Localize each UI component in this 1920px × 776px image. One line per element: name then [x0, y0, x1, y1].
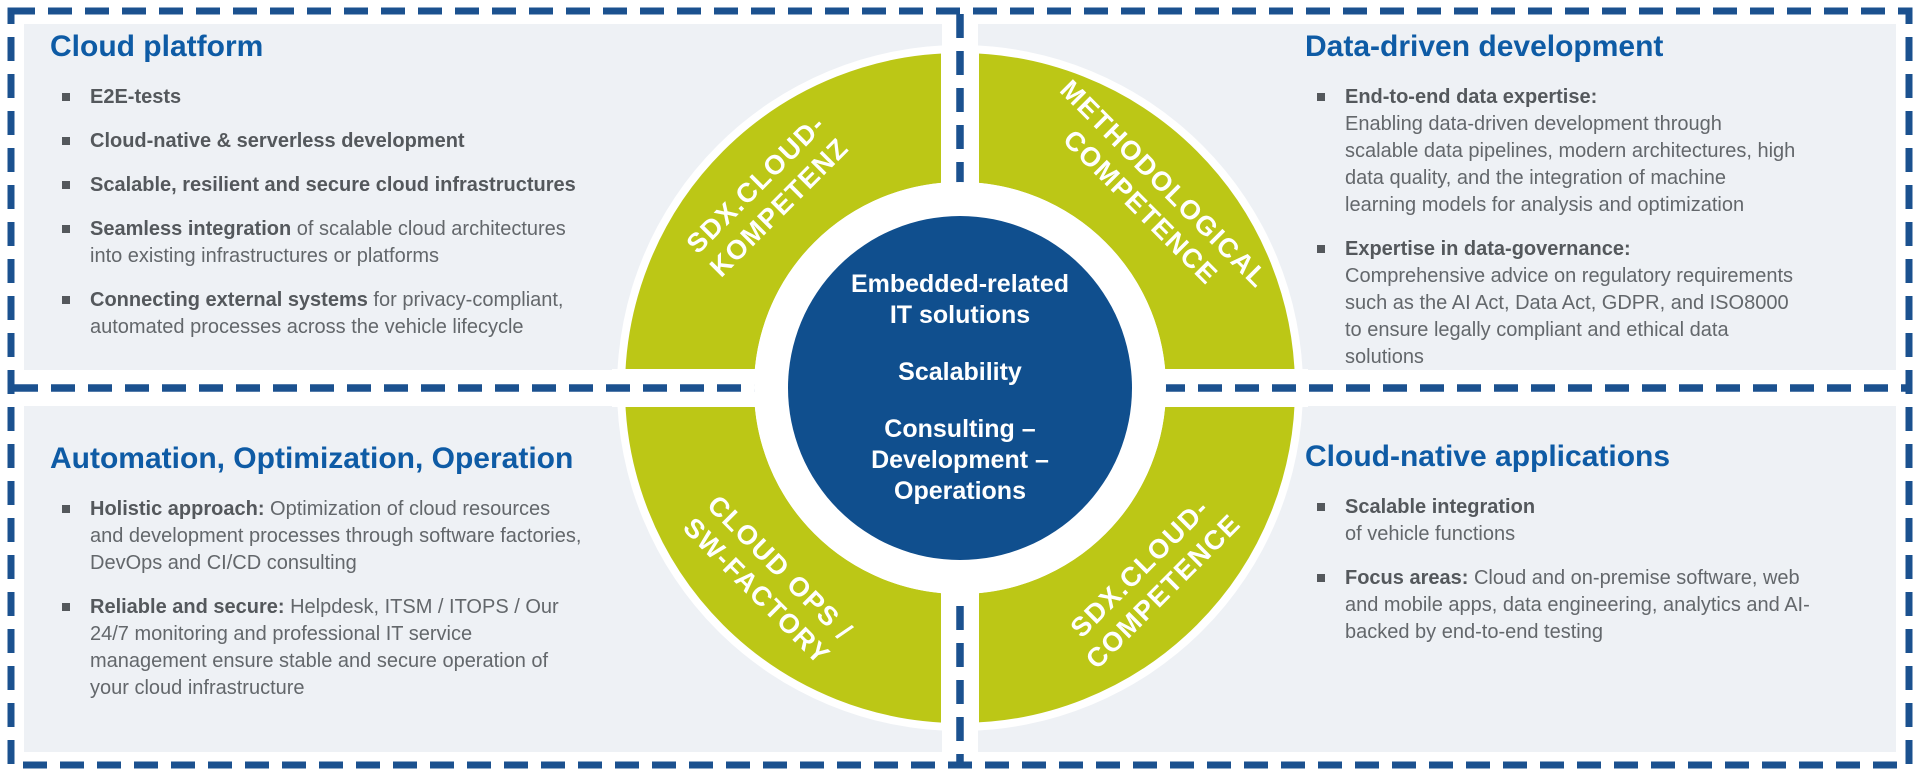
bullet-lead: Focus areas:: [1345, 567, 1469, 589]
bullet-square-icon: [1317, 574, 1325, 582]
bullet-lead: Connecting external systems: [90, 289, 368, 311]
bullet-item: Focus areas: Cloud and on-premise softwa…: [1305, 565, 1810, 646]
bullet-square-icon: [1317, 245, 1325, 253]
bullet-item: Cloud-native & serverless development: [50, 128, 595, 155]
bullet-item: Seamless integration of scalable cloud a…: [50, 216, 595, 270]
bullet-square-icon: [62, 181, 70, 189]
panel-title: Cloud-native applications: [1305, 440, 1671, 473]
panel-title: Automation, Optimization, Operation: [50, 442, 574, 475]
quadrant-top-left-content: Cloud platform E2E-tests Cloud-native & …: [50, 30, 595, 358]
bullet-rest: Comprehensive advice on regulatory requi…: [1345, 265, 1794, 368]
center-line: Development –: [871, 446, 1049, 474]
bullet-item: Scalable, resilient and secure cloud inf…: [50, 172, 595, 199]
center-text-group-consulting: Consulting – Development – Operations: [871, 414, 1049, 507]
bullet-rest: for privacy-compliant, automated process…: [90, 289, 564, 338]
bullet-rest: Enabling data-driven development through…: [1345, 113, 1796, 216]
center-line: Embedded-related: [850, 270, 1070, 298]
bullet-square-icon: [62, 225, 70, 233]
quadrant-bottom-left-content: Automation, Optimization, Operation Holi…: [50, 442, 585, 719]
bullet-rest: Cloud and on-premise software, web and m…: [1345, 567, 1810, 643]
center-text-group-embedded: Embedded-related IT solutions: [851, 269, 1069, 331]
bullet-square-icon: [1317, 93, 1325, 101]
bullet-lead: Holistic approach:: [90, 498, 265, 520]
outer-dashed-border: [7, 7, 1913, 769]
bullet-square-icon: [62, 505, 70, 513]
bullet-lead: Seamless integration: [90, 218, 292, 240]
bullet-square-icon: [1317, 503, 1325, 511]
bullet-square-icon: [62, 93, 70, 101]
bullet-lead: End-to-end data expertise:: [1345, 86, 1598, 108]
bullet-lead: E2E-tests: [90, 86, 182, 108]
quadrant-top-right-content: Data-driven development End-to-end data …: [1305, 30, 1800, 388]
center-circle-text: Embedded-related IT solutions Scalabilit…: [788, 216, 1132, 560]
bullet-lead: Reliable and secure:: [90, 596, 285, 618]
center-line: Operations: [894, 477, 1026, 505]
center-blue-circle: [788, 216, 1132, 560]
bullet-item: Holistic approach: Optimization of cloud…: [50, 496, 585, 577]
bullet-lead: Cloud-native & serverless development: [90, 130, 465, 152]
bullet-rest: Optimization of cloud resources and deve…: [90, 498, 582, 574]
bullet-item: Scalable integration of vehicle functions: [1305, 494, 1810, 548]
center-line: IT solutions: [889, 301, 1031, 329]
bullet-rest: of scalable cloud architectures into exi…: [90, 218, 566, 267]
center-line: Consulting –: [884, 415, 1036, 443]
bullet-square-icon: [62, 296, 70, 304]
center-line: Scalability: [898, 358, 1022, 386]
bullet-item: Expertise in data-governance: Comprehensi…: [1305, 236, 1800, 371]
bullet-rest: of vehicle functions: [1345, 523, 1516, 545]
bullet-item: Reliable and secure: Helpdesk, ITSM / IT…: [50, 594, 585, 702]
bullet-lead: Expertise in data-governance:: [1345, 238, 1631, 260]
bullet-item: E2E-tests: [50, 84, 595, 111]
center-text-group-scalability: Scalability: [898, 357, 1022, 388]
bullet-square-icon: [62, 603, 70, 611]
bullet-lead: Scalable integration: [1345, 496, 1536, 518]
quadrant-bottom-right-content: Cloud-native applications Scalable integ…: [1305, 440, 1810, 663]
panel-title: Data-driven development: [1305, 30, 1664, 63]
bullet-item: Connecting external systems for privacy-…: [50, 287, 595, 341]
bullet-lead: Scalable, resilient and secure cloud inf…: [90, 174, 576, 196]
bullet-item: End-to-end data expertise: Enabling data-…: [1305, 84, 1800, 219]
bullet-rest: Helpdesk, ITSM / ITOPS / Our 24/7 monito…: [90, 596, 559, 699]
panel-title: Cloud platform: [50, 30, 264, 63]
bullet-square-icon: [62, 137, 70, 145]
